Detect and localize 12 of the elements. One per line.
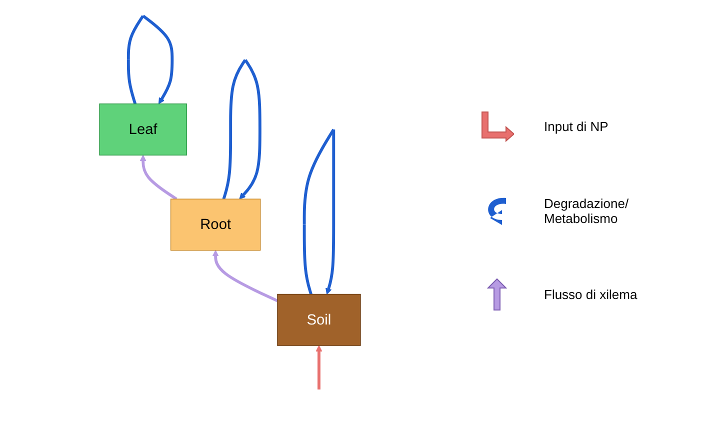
node-box: Leaf [99, 104, 187, 156]
legend-text: Input di NP [544, 119, 608, 134]
node-box: Root [170, 198, 261, 251]
arrow [302, 128, 336, 295]
arrow [222, 59, 262, 200]
legend-text: Degradazione/ Metabolismo [544, 196, 630, 226]
arrow [140, 154, 178, 200]
arrow [212, 250, 278, 302]
arrow [126, 14, 174, 104]
legend-text: Flusso di xilema [544, 287, 638, 302]
node-box: Soil [277, 294, 361, 346]
arrow [316, 345, 322, 390]
